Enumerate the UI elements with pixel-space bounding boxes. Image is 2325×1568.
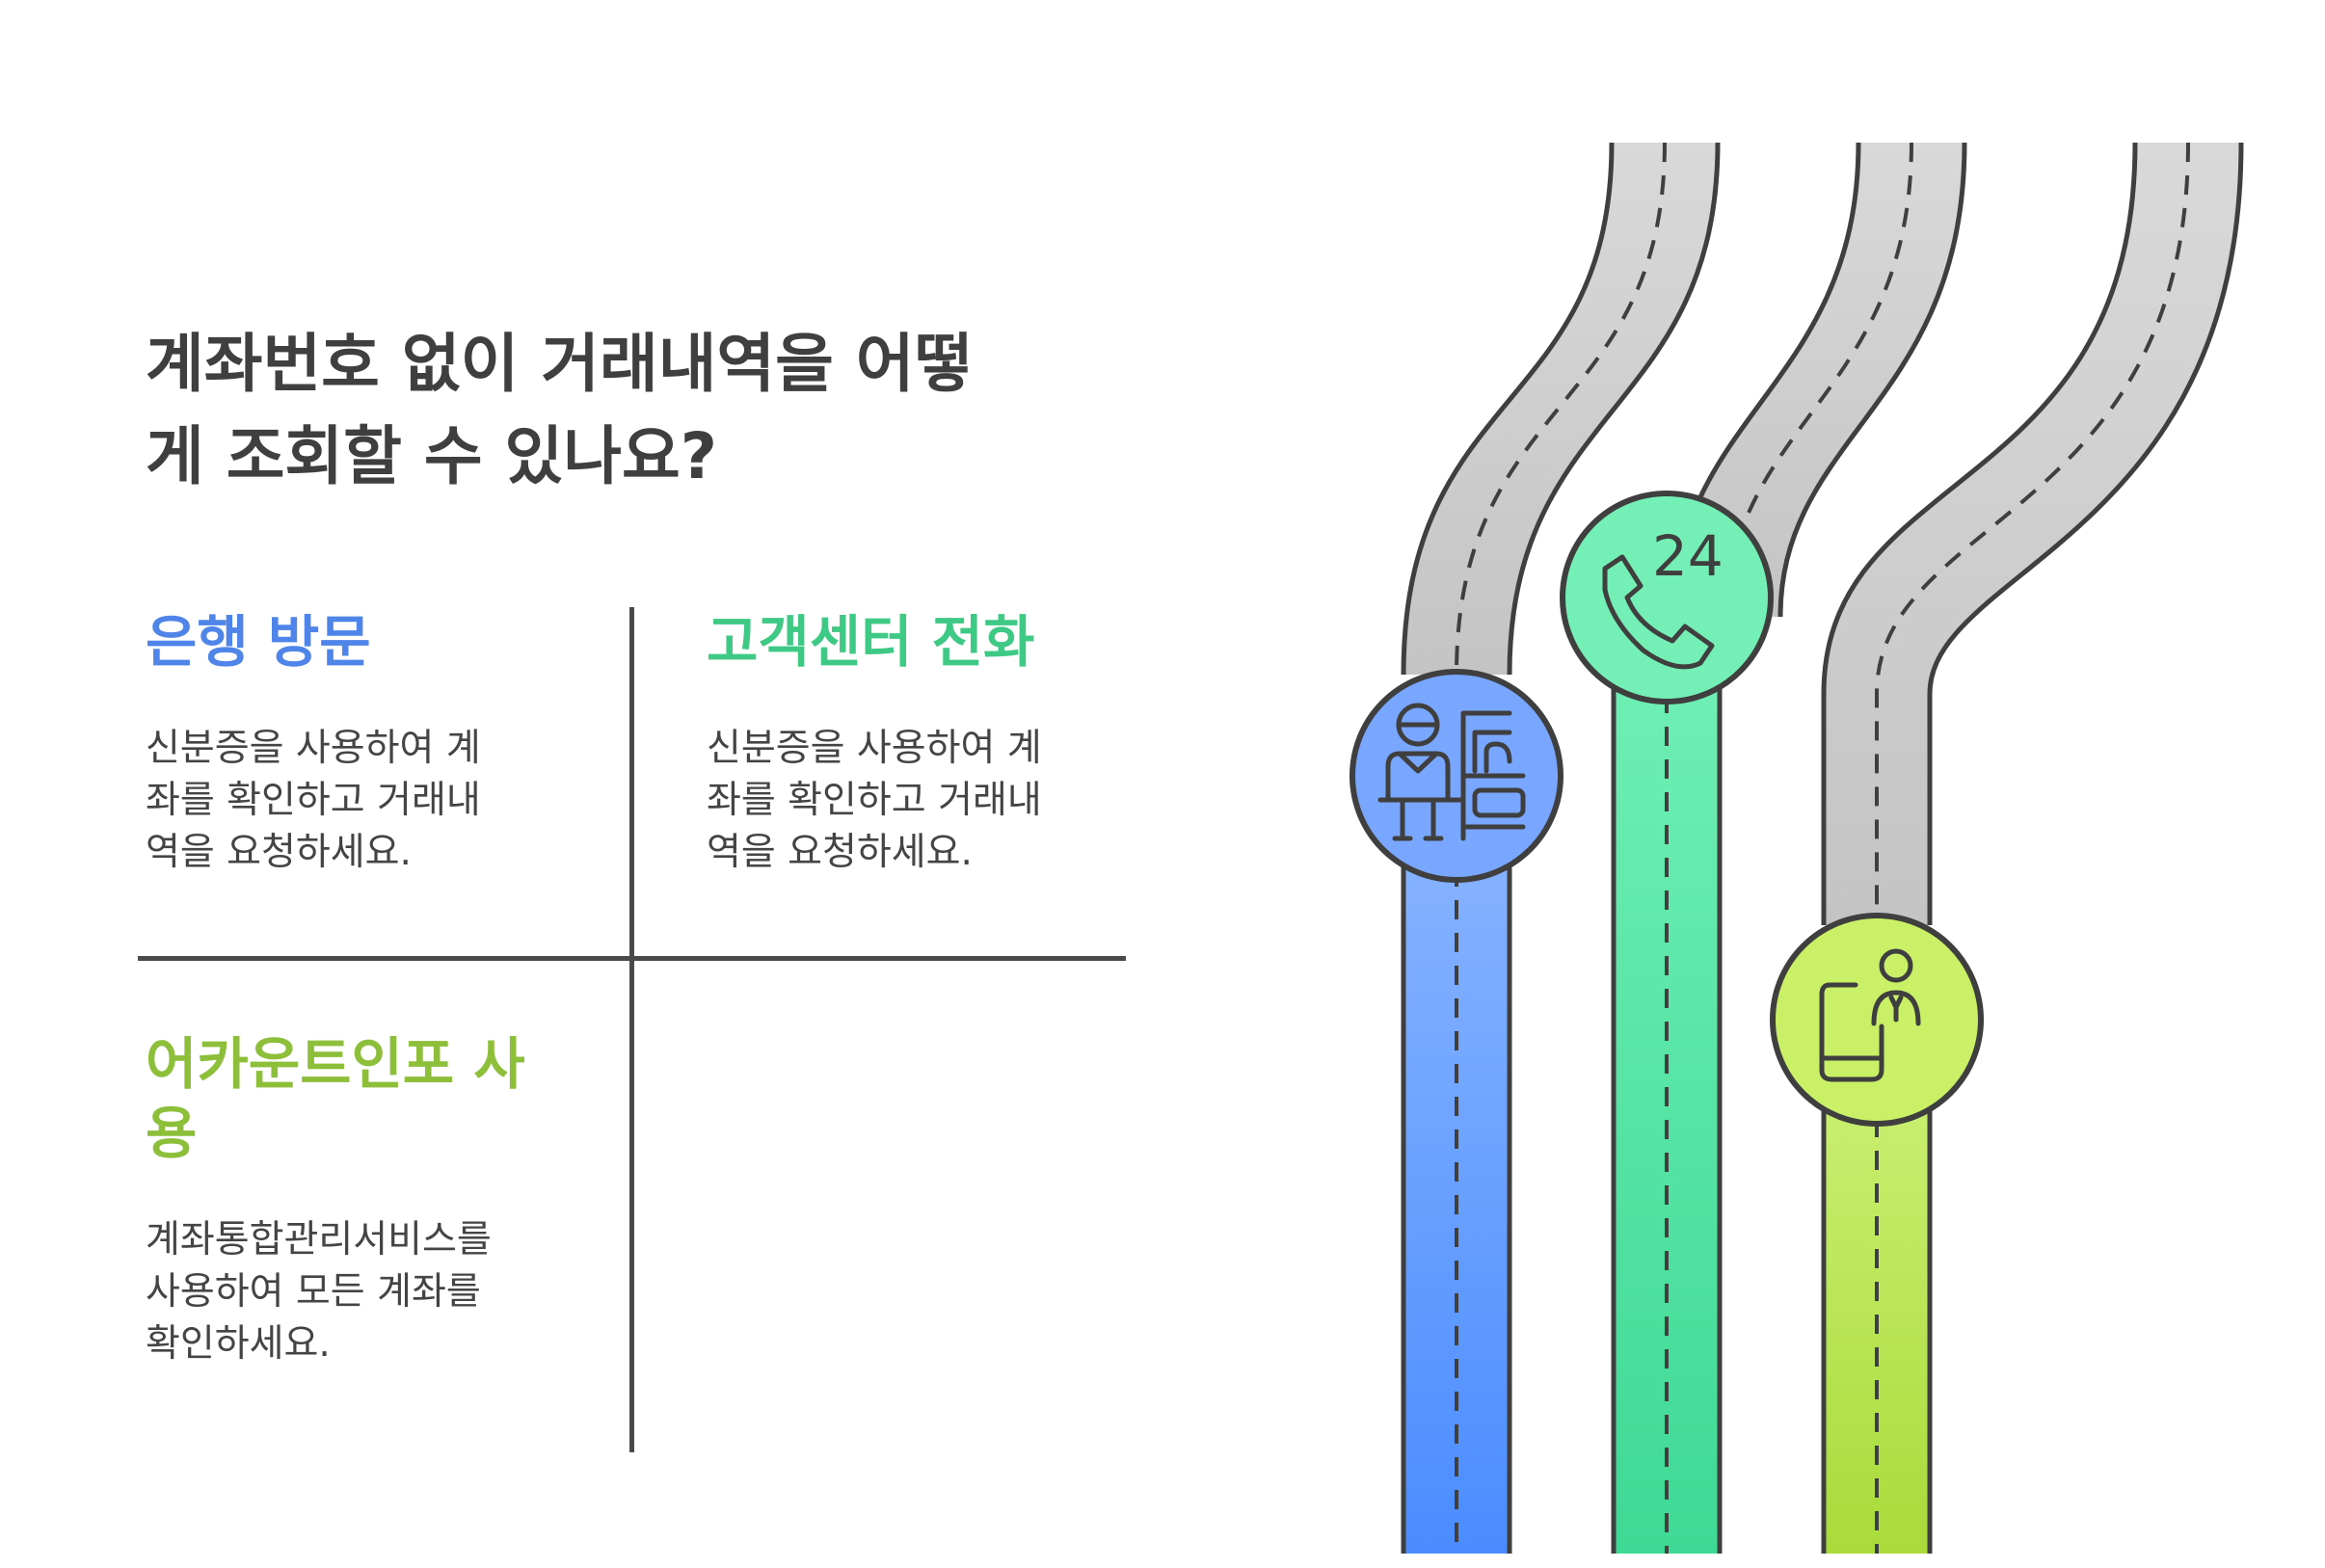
section-account-info-title-line: 용 [146,1101,198,1166]
description-line: 신분증을 사용하여 계 [146,727,481,770]
description-line: 계좌통합관리서비스를 [146,1218,492,1262]
phone-24-circle [1560,491,1774,704]
vertical-divider [629,607,634,1452]
road-bank-visit [1401,142,1721,1554]
section-bank-visit-description: 신분증을 사용하여 계 좌를 확인하고 거래내 역을 요청하세요. [146,723,481,879]
page-title: 계좌번호 없이 거래내역을 어떻 게 조회할 수 있나요? [146,318,1109,503]
description-line: 역을 요청하세요. [707,831,973,874]
road-1-gray-segment [1403,143,1718,675]
phone-24-icon: 24 [1560,491,1774,704]
road-2-edge-right [1777,142,1967,618]
section-account-info-title-line: 어카운트인포 사 [146,1031,525,1097]
section-account-info-description: 계좌통합관리서비스를 사용하여 모든 계좌를 확인하세요. [146,1214,492,1370]
description-line: 좌를 확인하고 거래내 [146,779,481,822]
page-title-line-1: 계좌번호 없이 거래내역을 어떻 [146,327,974,401]
road-2-color-segment [1614,617,1720,1554]
road-2-center-dash [1725,142,1913,618]
section-bank-visit-title: 은행 방문 [146,607,371,677]
road-3-edge-right [1927,142,2244,925]
description-line: 신분증을 사용하여 계 [707,727,1042,770]
phone-handset [1602,554,1715,670]
bank-teller-icon [1350,669,1563,883]
page-title-line-2: 게 조회할 수 있나요? [146,419,717,493]
description-line: 사용하여 모든 계좌를 [146,1270,481,1314]
road-1-edge-left [1401,142,1615,676]
section-call-center-description: 신분증을 사용하여 계 좌를 확인하고 거래내 역을 요청하세요. [707,723,1042,879]
bank-teller-circle [1350,669,1563,883]
road-call-center [1611,142,1967,1554]
section-account-info-title: 어카운트인포 사 용 [146,1029,525,1168]
horizontal-divider [138,956,1126,961]
description-line: 좌를 확인하고 거래내 [707,779,1042,822]
road-3-edge-left [1821,142,2138,925]
description-line: 확인하세요. [146,1322,331,1366]
section-bank-visit-title-text: 은행 방문 [146,609,371,675]
description-line: 역을 요청하세요. [146,831,412,874]
mobile-person-circle [1770,913,1984,1127]
section-call-center-title: 고객센터 전화 [707,607,1034,677]
section-call-center-title-text: 고객센터 전화 [707,609,1035,675]
road-1-edge-right [1507,142,1721,676]
road-1-center-dash [1455,142,1667,676]
mobile-person-icon [1770,913,1984,1127]
phone-24-badge: 24 [1652,523,1724,589]
road-2-gray-segment [1674,143,1964,617]
road-3-center-dash [1875,142,2190,925]
